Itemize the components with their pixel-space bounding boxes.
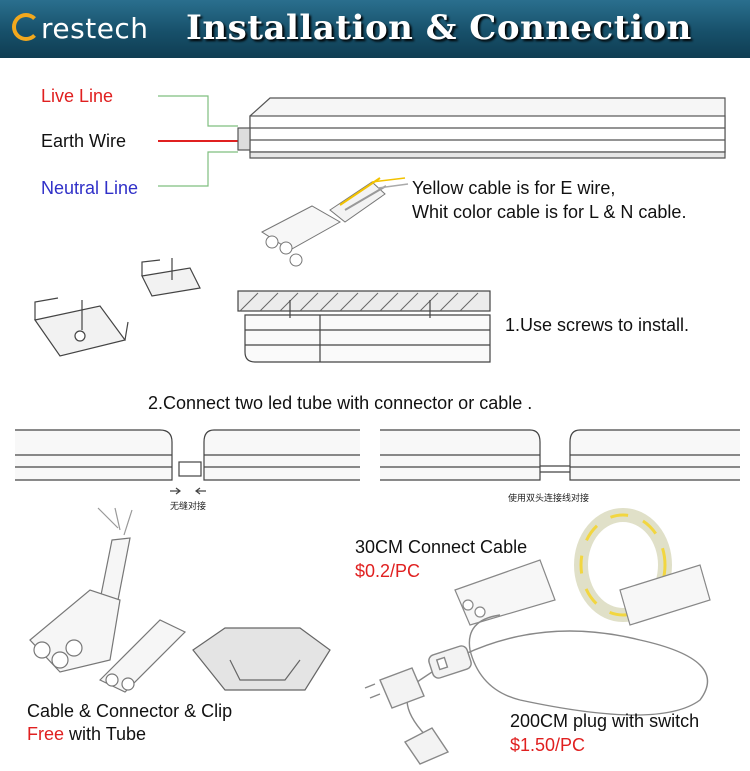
cable-30-name: 30CM Connect Cable — [355, 537, 528, 557]
step-1-text: 1.Use screws to install. — [505, 315, 690, 335]
ceiling-mount — [237, 290, 491, 363]
live-line-label: Live Line — [41, 86, 114, 106]
connect-cable-30cm — [454, 508, 711, 626]
free-text: Free — [27, 724, 65, 744]
tube-connection-right — [380, 429, 740, 481]
kit-free-line: Free with Tube — [27, 724, 146, 745]
tube-connection-left — [15, 429, 360, 495]
connector-cable — [261, 177, 409, 267]
page-title: Installation & Connection — [186, 8, 692, 48]
step-2-text: 2.Connect two led tube with connector or… — [148, 393, 533, 413]
wiring-lines — [158, 95, 238, 187]
cable-200-price: $1.50/PC — [510, 735, 586, 755]
brand-logo: restech — [12, 12, 149, 45]
accessory-kit — [29, 507, 331, 693]
right-diagram-caption: 使用双头连接线对接 — [508, 494, 590, 504]
earth-wire-label: Earth Wire — [41, 131, 127, 151]
led-fixture-top — [237, 97, 726, 159]
kit-name: Cable & Connector & Clip — [27, 701, 233, 721]
logo-c-icon — [12, 13, 40, 41]
cable-200-name: 200CM plug with switch — [510, 711, 700, 731]
neutral-line-label: Neutral Line — [41, 178, 139, 198]
with-tube-text: with Tube — [64, 724, 147, 744]
cable-note-1: Yellow cable is for E wire, — [412, 178, 616, 198]
header-banner: restech Installation & Connection — [0, 0, 750, 58]
left-diagram-caption: 无缝对接 — [170, 502, 207, 512]
mounting-clips — [33, 258, 201, 357]
plug-switch-cable — [364, 614, 709, 765]
cable-note-2: Whit color cable is for L & N cable. — [412, 202, 687, 222]
cable-30-price: $0.2/PC — [355, 561, 421, 581]
